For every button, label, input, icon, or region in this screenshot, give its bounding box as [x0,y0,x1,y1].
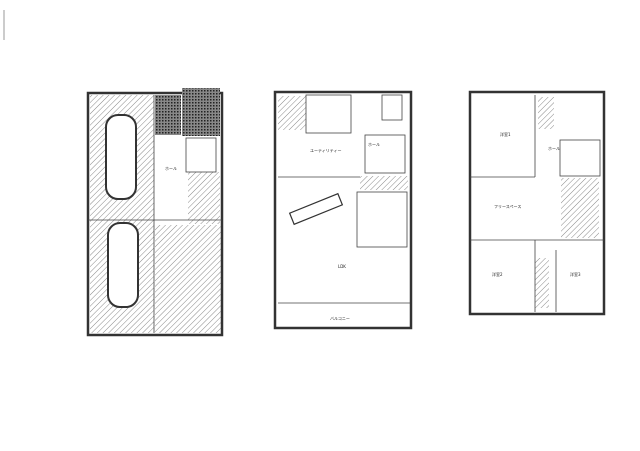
car-icon [105,114,137,200]
balcony-label: バルコニー [330,316,350,321]
stairs [185,137,217,173]
floor-3-plan: 洋室1 ホール フリースペース 洋室2 洋室3 [468,90,606,316]
room1-label: 洋室1 [500,131,511,137]
car-icon [107,222,139,308]
free-space-label: フリースペース [494,203,521,209]
ldk-label: LDK [338,264,346,269]
utility-label: ユーティリティー [310,147,342,153]
kitchen-counter [288,192,344,226]
floor-1-plan: ホール [86,88,224,337]
toilet [381,94,403,121]
hall-label: ホール [548,146,560,151]
hall-label: ホール [368,142,380,147]
room2-label: 洋室2 [492,271,503,277]
room3-label: 洋室3 [570,271,581,277]
floor-2-plan: ユーティリティー ホール LDK バルコニー [273,90,413,330]
stairs [364,134,406,174]
hall-label: ホール [165,166,177,171]
stairs [559,139,601,177]
